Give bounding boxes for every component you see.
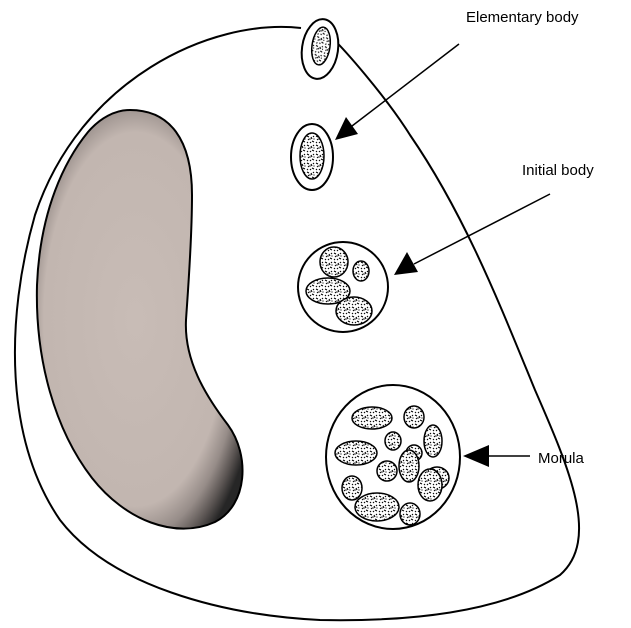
elementary-body-label: Elementary body — [466, 9, 579, 26]
morula-particle — [399, 450, 419, 482]
initial-body-particle — [336, 297, 372, 325]
morula-particle — [377, 461, 397, 481]
morula-particle — [404, 406, 424, 428]
morula-particle — [335, 441, 377, 465]
morula-particle — [418, 469, 442, 501]
morula-particle — [355, 493, 399, 521]
morula-particle — [400, 503, 420, 525]
morula-particle — [342, 476, 362, 500]
initial-body-label: Initial body — [522, 162, 594, 179]
morula-particle — [385, 432, 401, 450]
initial-body-particle — [320, 247, 348, 277]
morula-label: Morula — [538, 450, 585, 467]
morula-particle — [424, 425, 442, 457]
morula-particle — [352, 407, 392, 429]
initial-body-particle — [353, 261, 369, 281]
elementary-body — [300, 133, 324, 179]
